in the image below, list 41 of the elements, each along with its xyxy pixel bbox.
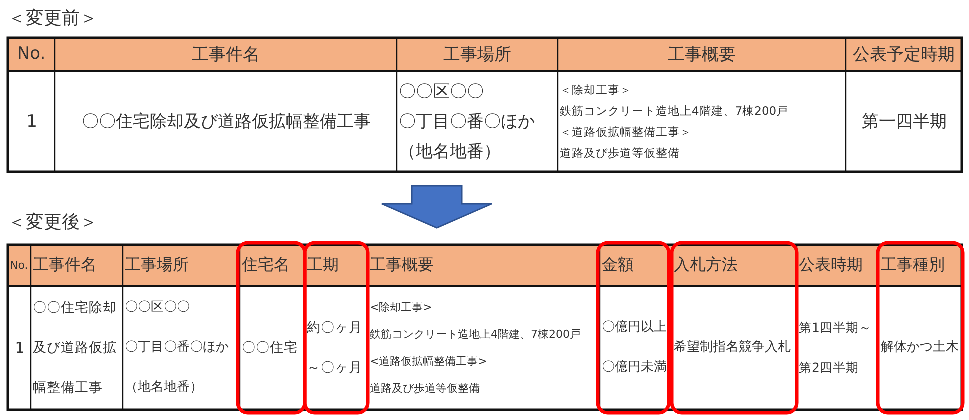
column-header: No. [8,38,55,72]
column-header: 工事場所 [123,245,240,287]
column-header: 工事概要 [368,245,600,287]
cell-text: （地名地番） [399,140,501,164]
cell-text: 希望制指名競争入札 [674,339,791,357]
cell-text: 〇丁目〇番〇ほか [125,339,229,357]
column-header: 工事件名 [31,245,123,287]
column-header: 工事種別 [879,245,962,287]
section-title: ＜変更後＞ [8,211,98,234]
cell-text: 〇〇住宅除却及び道路仮拡幅整備工事 [33,299,118,398]
cell-text: 1 [15,338,25,359]
cell-text: ＜道路仮拡幅整備工事＞ [560,124,692,140]
cell-text: 第1四半期～第2四半期 [799,319,873,377]
cell-text: 〇億円未満 [602,359,667,377]
column-header: 工事場所 [397,38,558,72]
cell-text: 〇億円以上 [602,319,667,337]
cell-text: 〇丁目〇番〇ほか [399,110,535,134]
column-header: 住宅名 [240,245,305,287]
cell-text: 道路及び歩道等仮整備 [370,381,480,397]
cell-text: 道路及び歩道等仮整備 [560,144,680,162]
section-title: ＜変更前＞ [8,7,98,30]
cell-text: 〇〇住宅除却及び道路仮拡幅整備工事 [82,110,371,134]
cell-text: <道路仮拡幅整備工事> [370,354,488,370]
cell-text: 〇〇区〇〇 [399,80,484,104]
cell-text: 1 [26,110,38,134]
column-header: 公表時期 [797,245,879,287]
cell-text: 解体かつ土木 [881,339,959,357]
cell-text: 第一四半期 [862,110,947,134]
cell-text: 〇〇区〇〇 [125,299,190,317]
column-header: 工事件名 [55,38,397,72]
cell-text: 〇〇住宅 [242,339,298,358]
cell-text: ＜除却工事＞ [560,82,632,98]
column-header: 入札方法 [672,245,797,287]
cell-text: <除却工事> [370,300,432,316]
cell-text: 鉄筋コンクリート造地上4階建、7棟200戸 [370,327,581,343]
cell-text: （地名地番） [125,379,203,397]
column-header: 工期 [305,245,368,287]
cell-text: 約〇ヶ月～〇ヶ月 [307,319,364,378]
column-header: 工事概要 [558,38,846,72]
cell-text: 鉄筋コンクリート造地上4階建、7棟200戸 [560,102,789,120]
column-header: 公表予定時期 [846,38,962,72]
